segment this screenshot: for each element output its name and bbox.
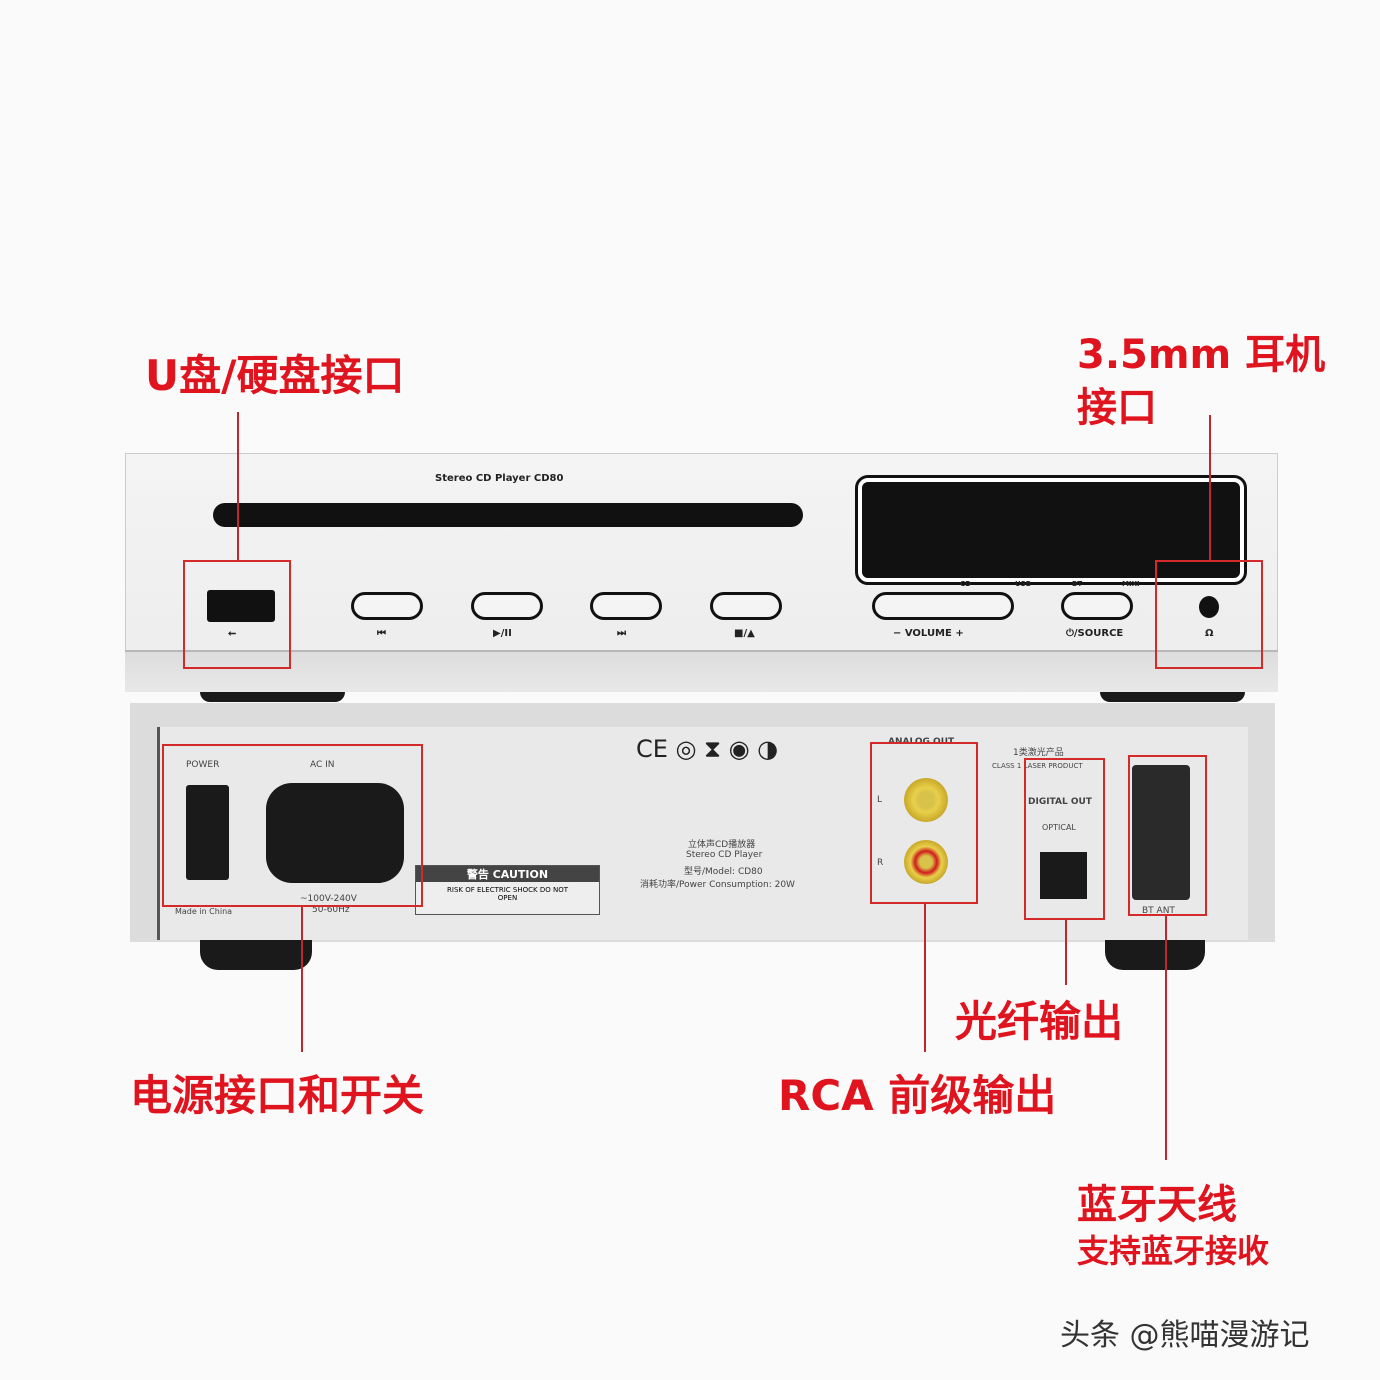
- label-bt: 蓝牙天线: [1077, 1182, 1237, 1228]
- optical-port[interactable]: [1040, 852, 1087, 899]
- ac-power-socket[interactable]: [266, 783, 404, 883]
- optical-highlight: [1024, 758, 1105, 920]
- rear-model: 型号/Model: CD80: [684, 867, 763, 877]
- headphone-jack[interactable]: [1199, 596, 1219, 618]
- play-pause-button[interactable]: [471, 592, 543, 620]
- volume-knob[interactable]: [872, 592, 1014, 620]
- l-label: L: [877, 795, 883, 805]
- rca-left-jack[interactable]: [904, 778, 948, 822]
- frequency: 50-60Hz: [312, 905, 350, 915]
- prev-button[interactable]: [351, 592, 423, 620]
- mode-usb: USB: [1015, 580, 1032, 588]
- usb-highlight: [183, 560, 291, 669]
- leader-line: [237, 412, 239, 560]
- caution-title: 警告 CAUTION: [416, 866, 599, 882]
- power-label: POWER: [186, 760, 220, 770]
- usb-port[interactable]: [207, 590, 275, 622]
- voltage: ~100V-240V: [300, 894, 357, 904]
- r-label: R: [877, 858, 884, 868]
- product-name: Stereo CD Player: [686, 850, 763, 860]
- label-optical: 光纤输出: [955, 997, 1124, 1046]
- leader-line: [301, 907, 303, 1052]
- rca-highlight: [870, 742, 978, 904]
- power-switch[interactable]: [186, 785, 229, 880]
- label-power: 电源接口和开关: [130, 1071, 425, 1120]
- leader-line: [1165, 916, 1167, 1160]
- front-foot: [1100, 692, 1245, 702]
- stop-eject-button[interactable]: [710, 592, 782, 620]
- front-foot: [200, 692, 345, 702]
- display: [855, 475, 1247, 585]
- leader-line: [1065, 920, 1067, 985]
- mode-cd: CD: [960, 580, 971, 588]
- next-icon: ⏭: [617, 628, 626, 639]
- optical-label: OPTICAL: [1042, 823, 1076, 832]
- headphone-icon: Ω: [1205, 628, 1214, 639]
- power-consumption: 消耗功率/Power Consumption: 20W: [640, 880, 795, 890]
- next-button[interactable]: [590, 592, 662, 620]
- label-headphone: 3.5mm 耳机: [1077, 332, 1326, 378]
- leader-line: [924, 904, 926, 1052]
- ac-in-label: AC IN: [310, 760, 335, 770]
- laser-class: CLASS 1 LASER PRODUCT: [992, 762, 1083, 770]
- label-usb: U盘/硬盘接口: [145, 351, 405, 400]
- label-rca: RCA 前级输出: [778, 1071, 1057, 1120]
- digital-out-label: DIGITAL OUT: [1028, 797, 1092, 807]
- caution-label: 警告 CAUTION RISK OF ELECTRIC SHOCK DO NOT…: [415, 865, 600, 915]
- rca-right-jack[interactable]: [904, 840, 948, 884]
- mode-bt: BT: [1072, 580, 1083, 588]
- rear-foot: [200, 940, 312, 970]
- leader-line: [1209, 415, 1211, 560]
- front-strip: [125, 650, 1278, 692]
- bt-highlight: [1128, 755, 1207, 916]
- usb-icon: ⭠: [228, 628, 236, 639]
- play-pause-icon: ▶/II: [493, 628, 512, 639]
- bt-ant-label: BT ANT: [1142, 906, 1175, 916]
- product-cn: 立体声CD播放器: [688, 840, 756, 850]
- volume-label: − VOLUME +: [893, 628, 964, 639]
- label-headphone-2: 接口: [1077, 385, 1157, 431]
- made-in: Made in China: [175, 907, 233, 916]
- model-label: Stereo CD Player CD80: [435, 473, 564, 484]
- disc-slot: [213, 503, 803, 527]
- headphone-highlight: [1155, 560, 1263, 669]
- prev-icon: ⏮: [377, 628, 386, 639]
- bt-antenna[interactable]: [1132, 765, 1190, 900]
- label-bt-2: 支持蓝牙接收: [1077, 1232, 1270, 1270]
- power-highlight: [162, 744, 423, 907]
- stop-eject-icon: ■/▲: [734, 628, 755, 639]
- cert-icons: CE ◎ ⧗ ◉ ◑: [636, 735, 779, 763]
- laser-cn: 1类激光产品: [1013, 748, 1064, 758]
- rear-foot: [1105, 940, 1205, 970]
- source-button[interactable]: [1061, 592, 1133, 620]
- mode-mixi: MIXI: [1122, 580, 1140, 588]
- caution-text: RISK OF ELECTRIC SHOCK DO NOT OPEN: [447, 886, 568, 902]
- watermark: 头条 @熊喵漫游记: [1060, 1318, 1310, 1353]
- source-label: ⏻/SOURCE: [1066, 628, 1124, 639]
